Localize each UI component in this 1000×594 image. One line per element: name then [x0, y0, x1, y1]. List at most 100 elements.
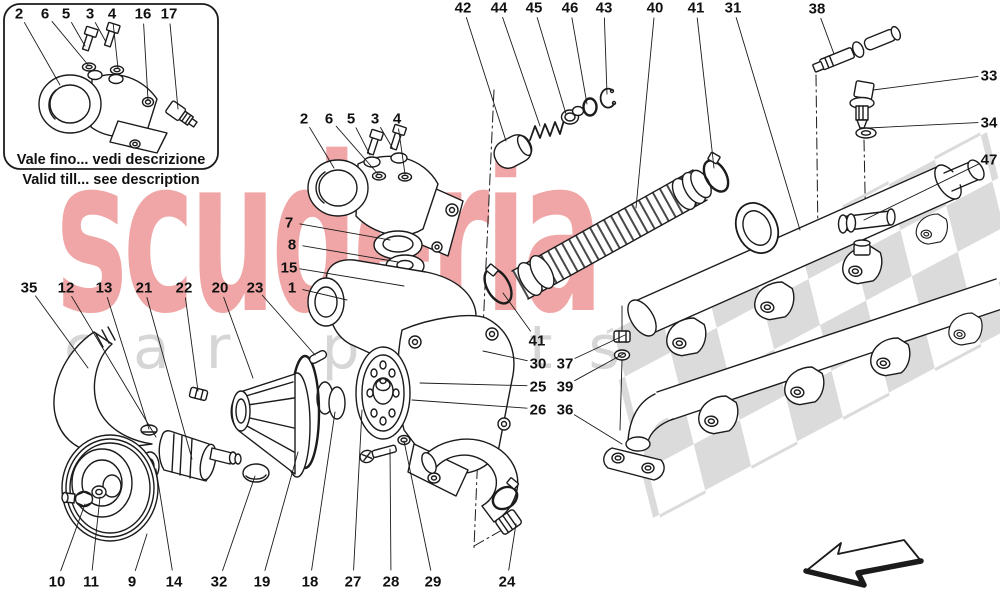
- callout-40: 40: [635, 0, 663, 209]
- manifold-stud-group: [613, 305, 631, 431]
- callout-number-42: 42: [455, 0, 472, 17]
- callout-leader-32: [222, 475, 256, 572]
- callout-25: 25: [419, 379, 546, 396]
- callout-leader-7: [299, 223, 391, 241]
- callout-leader-29: [403, 440, 432, 571]
- callout-37: 37: [557, 334, 626, 373]
- impeller-group: [316, 346, 411, 464]
- callout-15: 15: [281, 260, 405, 287]
- cover-bolt: [389, 123, 407, 151]
- callout-leader-44: [502, 16, 541, 127]
- callout-leader-5: [355, 127, 371, 156]
- manifold-gasket: [603, 447, 665, 481]
- callout-number-3: 3: [86, 6, 94, 23]
- callout-leader-2: [309, 126, 335, 169]
- callout-number-10: 10: [49, 574, 66, 591]
- pulley-group: [61, 434, 159, 542]
- callout-6: 6: [325, 111, 379, 175]
- callout-30: 30: [482, 350, 547, 373]
- callout-number-21: 21: [136, 280, 153, 297]
- callout-number-29: 29: [425, 574, 442, 591]
- callout-leader-6: [335, 125, 379, 175]
- callout-number-19: 19: [254, 574, 271, 591]
- callout-16: 16: [135, 6, 151, 101]
- callout-leader-47: [863, 163, 980, 221]
- callout-leader-4: [398, 128, 406, 175]
- callout-leader-6: [51, 21, 90, 67]
- callout-42: 42: [455, 0, 507, 142]
- callout-leader-17: [169, 23, 179, 110]
- hose-clamp-top: [702, 151, 730, 193]
- callout-number-46: 46: [562, 0, 579, 17]
- callout-24: 24: [499, 523, 517, 591]
- callout-38: 38: [809, 1, 835, 55]
- callout-number-20: 20: [212, 280, 229, 297]
- callout-number-12: 12: [58, 280, 75, 297]
- callout-leader-27: [353, 409, 363, 571]
- direction-arrow: [803, 539, 924, 588]
- callout-number-33: 33: [981, 68, 998, 85]
- callout-leader-22: [185, 297, 199, 392]
- callout-leader-35: [35, 295, 89, 369]
- callout-46: 46: [562, 0, 588, 105]
- callout-23: 23: [247, 280, 316, 356]
- callout-number-30: 30: [530, 356, 547, 373]
- callout-28: 28: [383, 448, 399, 591]
- callout-leader-33: [872, 75, 979, 91]
- callout-number-17: 17: [161, 6, 178, 23]
- woodruff-key-13: [140, 424, 158, 436]
- inset-caption-english: Valid till... see description: [22, 172, 199, 188]
- callout-number-44: 44: [491, 0, 508, 17]
- cover-bolt: [366, 128, 384, 156]
- callout-leader-45: [536, 17, 567, 115]
- callout-leader-31: [735, 17, 801, 231]
- callout-number-37: 37: [557, 356, 574, 373]
- callout-leader-13: [106, 297, 150, 430]
- callout-17: 17: [161, 6, 179, 110]
- callout-33: 33: [872, 68, 998, 91]
- callout-39: 39: [557, 352, 626, 396]
- callout-number-6: 6: [325, 111, 333, 128]
- callout-44: 44: [491, 0, 541, 127]
- inset-note-group: Vale fino... vedi descrizione Valid till…: [3, 3, 219, 188]
- callout-29: 29: [403, 440, 442, 591]
- belt: [53, 326, 153, 453]
- callout-leader-1: [302, 289, 348, 301]
- callout-number-41: 41: [529, 333, 546, 350]
- callout-number-1: 1: [288, 280, 296, 297]
- callout-leader-8: [302, 245, 399, 263]
- callout-number-36: 36: [557, 402, 574, 419]
- callout-leader-20: [223, 296, 254, 379]
- callout-number-15: 15: [281, 260, 298, 277]
- callout-leader-40: [635, 17, 655, 209]
- callout-leader-37: [574, 334, 626, 359]
- callout-leader-38: [820, 17, 835, 55]
- callout-number-45: 45: [526, 0, 543, 17]
- callout-number-9: 9: [128, 574, 136, 591]
- callout-18: 18: [302, 411, 336, 591]
- callout-11: 11: [83, 496, 101, 591]
- callout-12: 12: [58, 280, 157, 438]
- inset-border: [3, 3, 219, 170]
- callout-leader-11: [91, 496, 101, 571]
- water-tube-group: [483, 151, 730, 305]
- callout-5: 5: [62, 6, 86, 47]
- callout-47: 47: [863, 152, 997, 221]
- callout-10: 10: [49, 503, 86, 591]
- callout-21: 21: [136, 280, 193, 460]
- callout-leader-18: [311, 411, 336, 571]
- inset-thermostat-drawing: [38, 21, 198, 154]
- callout-number-18: 18: [302, 574, 319, 591]
- callout-number-7: 7: [285, 215, 293, 232]
- callout-number-8: 8: [288, 237, 296, 254]
- callout-1: 1: [288, 280, 348, 301]
- callout-6: 6: [41, 6, 90, 67]
- callout-number-2: 2: [300, 111, 308, 128]
- callout-4: 4: [108, 6, 119, 69]
- callout-number-14: 14: [166, 574, 183, 591]
- callout-leader-23: [261, 294, 316, 356]
- callout-34: 34: [867, 115, 998, 132]
- manifold-lower: [625, 278, 1000, 452]
- callout-leader-19: [264, 451, 299, 571]
